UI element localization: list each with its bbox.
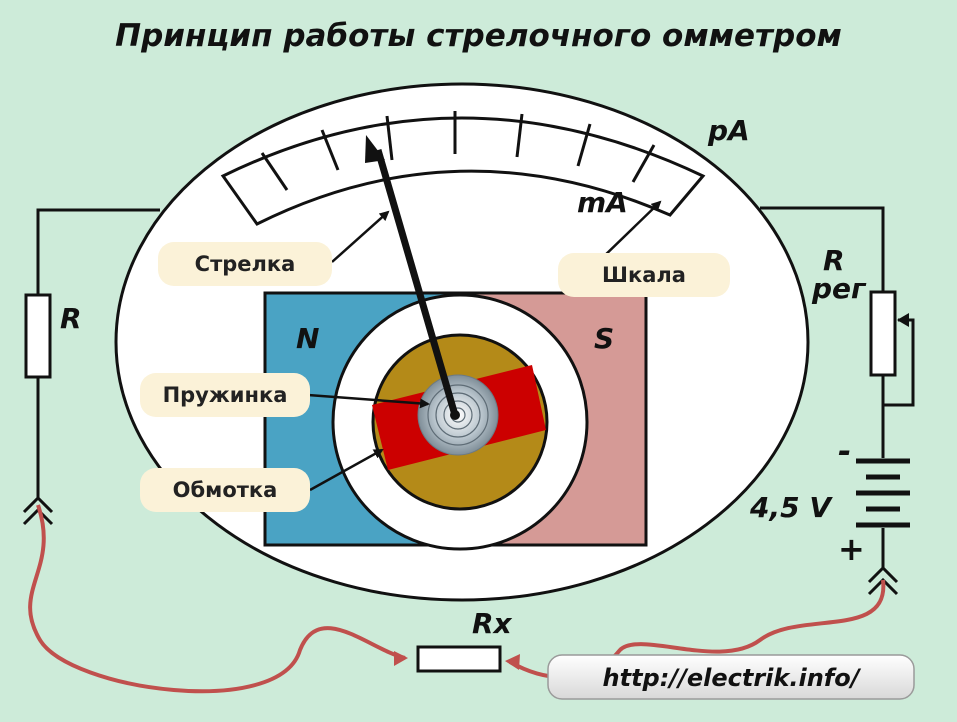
test-lead-left	[28, 504, 406, 694]
resistor-r	[24, 293, 52, 379]
svg-text:Стрелка: Стрелка	[195, 252, 296, 276]
battery-plus: +	[838, 530, 865, 568]
battery	[856, 458, 910, 528]
spring-coils	[427, 384, 489, 446]
meter-needle	[374, 149, 459, 416]
rheostat-label-r: R	[823, 244, 845, 277]
needle-tip	[365, 135, 385, 163]
svg-text:Обмотка: Обмотка	[173, 478, 278, 502]
callout-winding: Обмотка	[140, 468, 310, 512]
callout-arrows	[307, 200, 662, 492]
battery-minus: -	[838, 432, 851, 470]
page-title: Принцип работы стрелочного омметром	[115, 18, 842, 54]
svg-text:Шкала: Шкала	[602, 263, 686, 287]
callout-needle: Стрелка	[158, 242, 332, 286]
resistor-rx-label: Rx	[472, 607, 513, 640]
resistor-rx	[416, 645, 502, 673]
left-terminal-icon	[22, 495, 54, 514]
battery-voltage: 4,5 V	[749, 491, 833, 524]
watermark-text: http://electrik.info/	[603, 664, 862, 692]
rheostat-label-reg: рег	[811, 272, 867, 305]
circuit-wires	[36, 206, 885, 568]
svg-text:Пружинка: Пружинка	[163, 383, 288, 407]
scale-unit-ma: mA	[577, 186, 628, 219]
north-pole-label: N	[296, 322, 319, 355]
south-pole-label: S	[594, 322, 614, 355]
resistor-r-label: R	[60, 302, 82, 335]
scale-unit-pa: pA	[707, 114, 750, 147]
right-terminal-icon	[867, 565, 899, 584]
callout-scale: Шкала	[558, 253, 730, 297]
scale-ticks	[260, 111, 656, 191]
rheostat	[869, 290, 897, 377]
needle-pivot	[450, 410, 460, 420]
callout-spring: Пружинка	[140, 373, 310, 417]
watermark: http://electrik.info/	[547, 654, 915, 700]
